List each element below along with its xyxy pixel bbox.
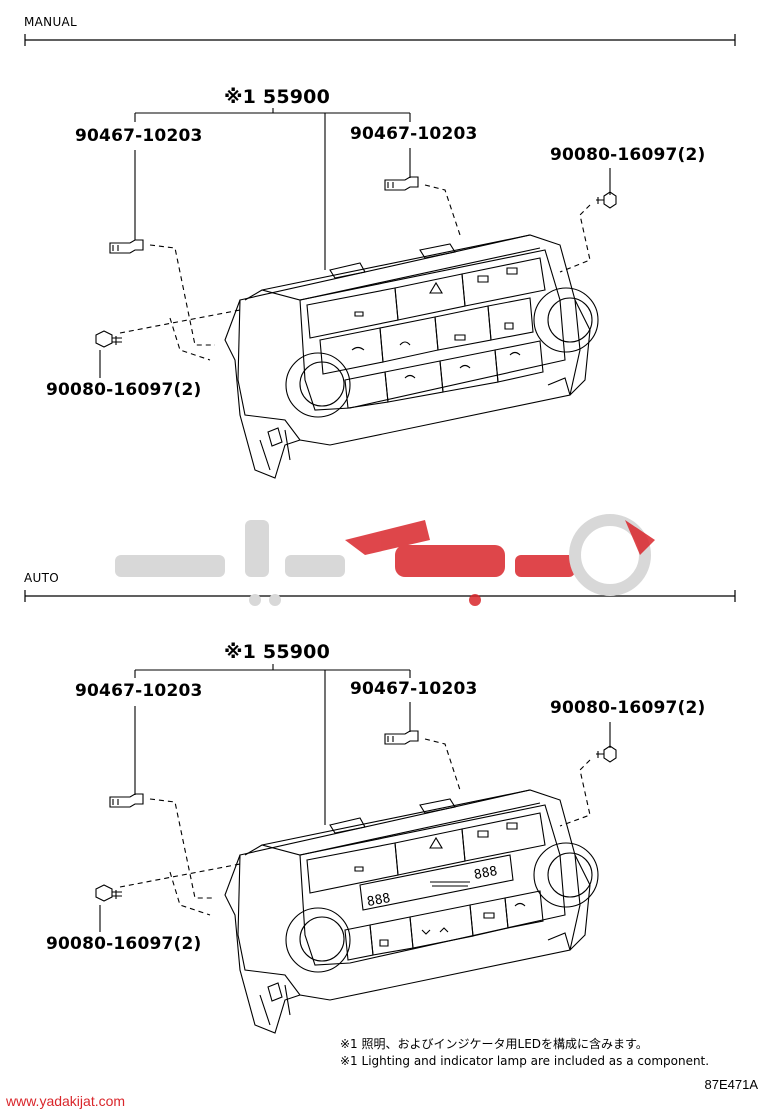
section-label-manual: MANUAL [24, 15, 78, 29]
manual-screw-left-part-number[interactable]: 90080-16097(2) [46, 380, 202, 400]
watermark-logo [115, 514, 655, 606]
manual-screw-right-part-number[interactable]: 90080-16097(2) [550, 145, 706, 165]
figure-code: 87E471A [704, 1077, 759, 1092]
note-japanese: ※1 照明、およびインジケータ用LEDを構成に含みます。 [340, 1037, 648, 1051]
manual-assembly-part-number[interactable]: ※1 55900 [224, 86, 331, 108]
manual-clip-left-part-number[interactable]: 90467-10203 [75, 126, 203, 146]
footer-website-link[interactable]: www.yadakijat.com [6, 1093, 126, 1109]
auto-screw-right-part-number[interactable]: 90080-16097(2) [550, 698, 706, 718]
auto-clip-right-part-number[interactable]: 90467-10203 [350, 679, 478, 699]
manual-clip-right-part-number[interactable]: 90467-10203 [350, 124, 478, 144]
auto-assembly-part-number[interactable]: ※1 55900 [224, 641, 331, 663]
auto-screw-left-part-number[interactable]: 90080-16097(2) [46, 934, 202, 954]
section-label-auto: AUTO [24, 571, 59, 585]
note-english: ※1 Lighting and indicator lamp are inclu… [340, 1054, 710, 1068]
auto-clip-left-part-number[interactable]: 90467-10203 [75, 681, 203, 701]
